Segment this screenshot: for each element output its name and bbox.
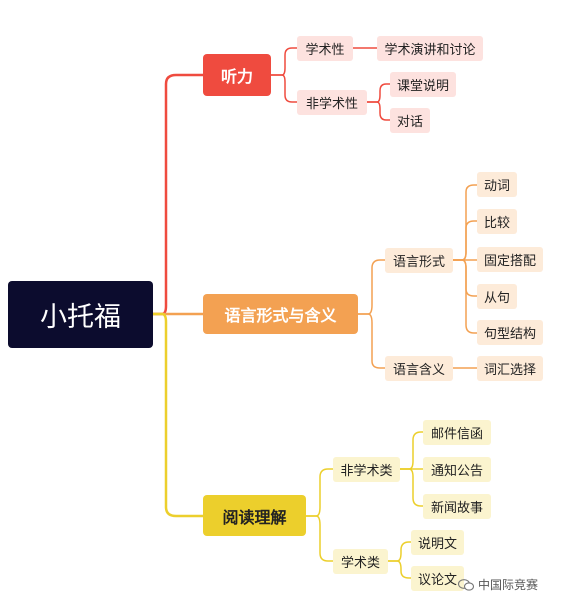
connector-form-structure [453, 259, 477, 334]
connector-root-reading [151, 312, 205, 518]
node-reading-nonacademic[interactable]: 非学术类 [333, 457, 400, 482]
root-node[interactable]: 小托福 [8, 281, 153, 348]
node-language-meaning[interactable]: 语言含义 [385, 356, 453, 381]
connector-academic-argumentative [388, 560, 411, 579]
connector-nonacademic-mail [400, 431, 423, 470]
node-verb[interactable]: 动词 [477, 172, 517, 197]
node-comparison[interactable]: 比较 [477, 209, 517, 234]
wechat-icon [458, 578, 474, 591]
node-vocabulary-choice[interactable]: 词汇选择 [477, 356, 543, 381]
watermark-text: 中国际竞赛 [478, 578, 539, 592]
connector-reading-academic [306, 515, 333, 562]
node-notices[interactable]: 通知公告 [423, 457, 491, 482]
node-listening-academic[interactable]: 学术性 [297, 36, 353, 61]
connector-language-form [358, 259, 385, 315]
node-listening-nonacademic[interactable]: 非学术性 [297, 90, 367, 115]
branch-language[interactable]: 语言形式与含义 [203, 294, 358, 334]
connector-nonacademic-class [367, 83, 390, 103]
connector-listening-nonacademic [271, 74, 297, 103]
node-dialogue[interactable]: 对话 [390, 108, 430, 133]
connector-form-clause [453, 259, 477, 297]
node-academic-lecture[interactable]: 学术演讲和讨论 [377, 36, 483, 61]
connector-reading-nonacademic [306, 468, 333, 517]
node-argumentative[interactable]: 议论文 [411, 566, 464, 591]
node-letters[interactable]: 邮件信函 [423, 420, 491, 445]
connector-nonacademic-dialog [367, 101, 390, 121]
connector-root-listening [151, 73, 205, 316]
branch-listening[interactable]: 听力 [203, 54, 271, 96]
node-clause[interactable]: 从句 [477, 284, 517, 309]
node-language-form[interactable]: 语言形式 [385, 248, 453, 273]
connector-nonacademic-news [400, 468, 423, 507]
connector-listening-academic [271, 47, 297, 76]
branch-reading[interactable]: 阅读理解 [203, 495, 306, 536]
connector-form-compare [453, 220, 477, 261]
connector-form-verb [453, 184, 477, 261]
watermark: 中国际竞赛 [458, 576, 538, 593]
node-expository[interactable]: 说明文 [411, 530, 464, 555]
connector-language-meaning [358, 313, 385, 369]
connector-academic-expository [388, 541, 411, 562]
node-reading-academic[interactable]: 学术类 [333, 549, 388, 574]
node-sentence-structure[interactable]: 句型结构 [477, 320, 543, 345]
node-news-stories[interactable]: 新闻故事 [423, 494, 491, 519]
node-collocation[interactable]: 固定搭配 [477, 247, 543, 272]
node-class-instructions[interactable]: 课堂说明 [390, 72, 456, 97]
